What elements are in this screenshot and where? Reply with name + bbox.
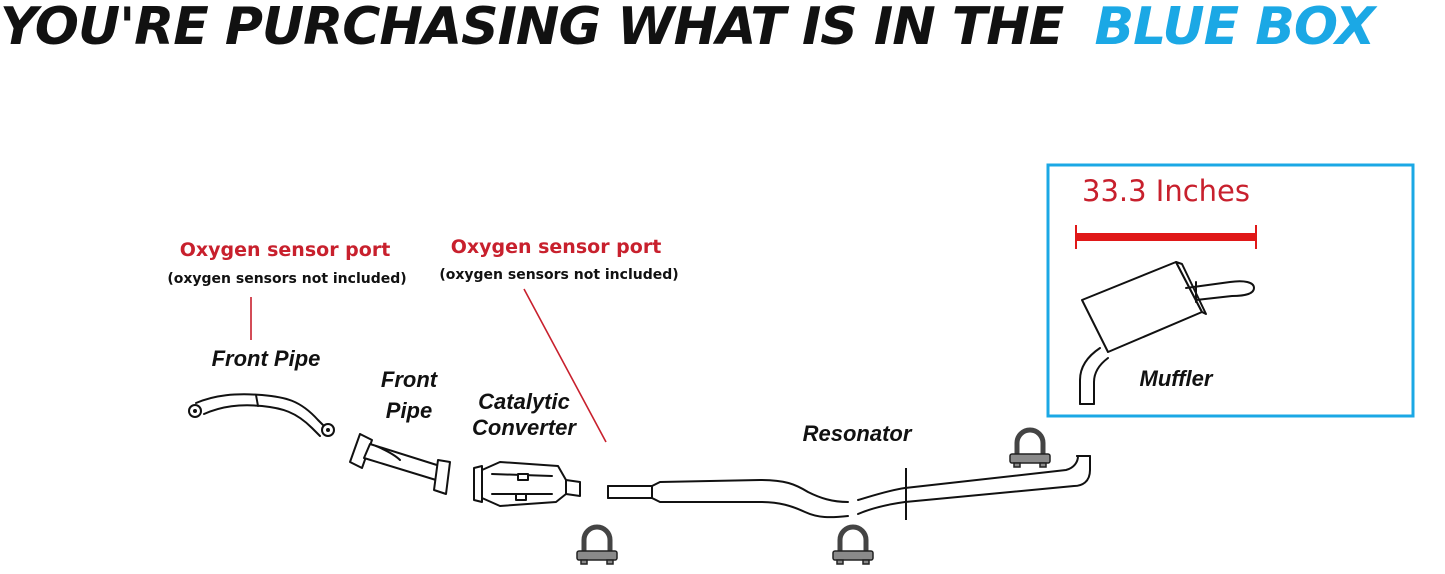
tailpipe-section <box>904 455 1091 503</box>
sensor-port-title-1: Oxygen sensor port <box>180 239 391 261</box>
u-bolt-clamp-icon <box>832 524 874 565</box>
sensor-leader-2 <box>523 288 607 443</box>
front-pipe-1: Front Pipe <box>188 346 335 437</box>
resonator-label: Resonator <box>803 421 913 446</box>
oxygen-sensor-callout-2: Oxygen sensor port (oxygen sensors not i… <box>439 236 679 443</box>
front-pipe-1-label: Front Pipe <box>212 346 321 371</box>
front-pipe-2: Front Pipe <box>349 367 451 495</box>
front-pipe-2-label-line1: Front <box>381 367 439 392</box>
u-bolt-clamp-icon <box>576 524 618 565</box>
muffler-highlight-box: 33.3 Inches Muffler <box>1046 163 1415 418</box>
resonator-pipe: Resonator <box>607 421 913 520</box>
front-pipe-2-label-line2: Pipe <box>386 398 432 423</box>
sensor-port-note-1: (oxygen sensors not included) <box>167 271 406 287</box>
catalytic-label-line1: Catalytic <box>478 389 570 414</box>
muffler-length-label: 33.3 Inches <box>1082 174 1250 208</box>
oxygen-sensor-callout-1: Oxygen sensor port (oxygen sensors not i… <box>167 239 407 340</box>
muffler-label: Muffler <box>1140 366 1214 391</box>
muffler <box>1079 261 1255 405</box>
sensor-port-title-2: Oxygen sensor port <box>451 236 662 258</box>
headline: YOU'RE PURCHASING WHAT IS IN THE BLUE BO… <box>0 0 1378 57</box>
headline-prefix: YOU'RE PURCHASING WHAT IS IN THE <box>0 0 1064 57</box>
catalytic-label-line2: Converter <box>472 415 577 440</box>
blue-box <box>1046 163 1415 418</box>
sensor-port-note-2: (oxygen sensors not included) <box>439 267 678 283</box>
headline-highlight: BLUE BOX <box>1094 0 1378 57</box>
u-bolt-clamp-icon <box>1009 427 1051 468</box>
catalytic-converter: Catalytic Converter <box>472 389 581 507</box>
